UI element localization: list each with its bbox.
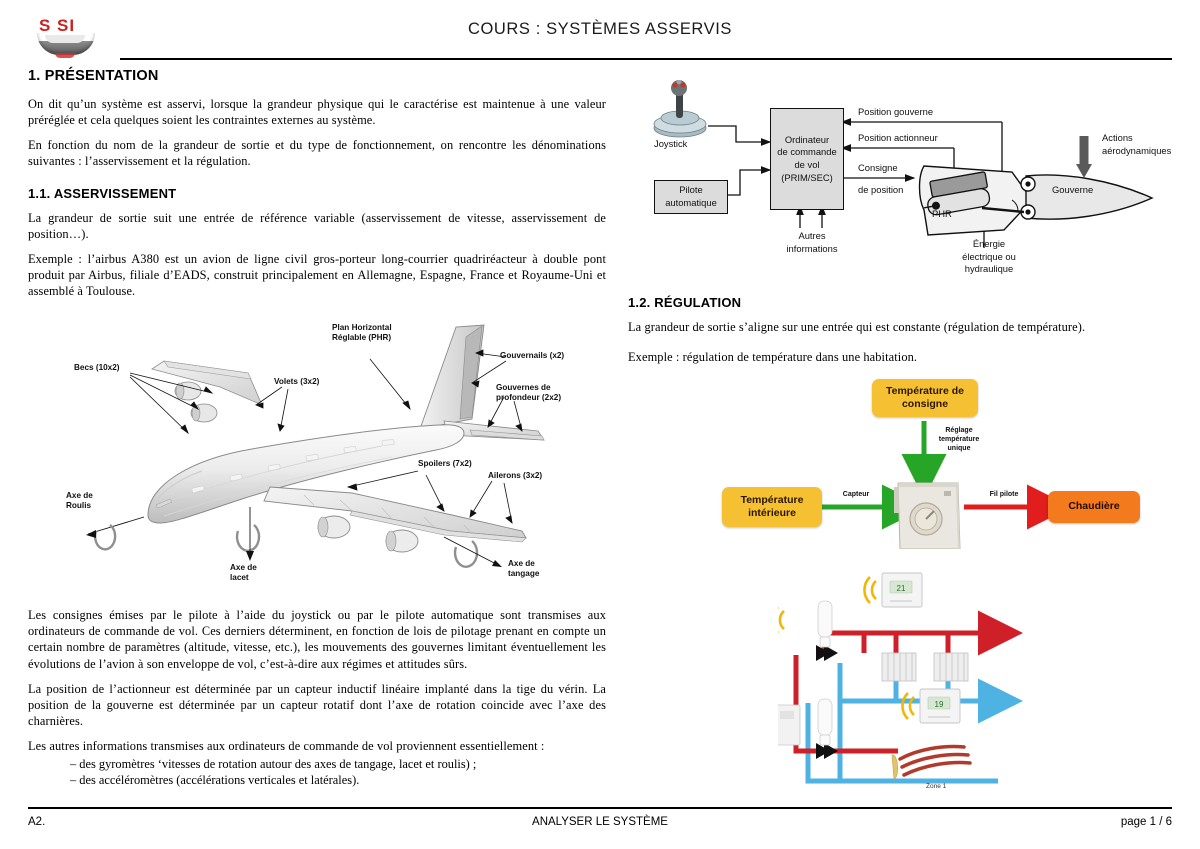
fcs-label-energie: Énergie électrique ou hydraulique [962,238,1016,275]
fcs-diagram-graphics [653,79,1154,248]
heat-label-zone-1: Zone 1 [926,783,947,791]
paragraph-regulation-2: Exemple : régulation de température dans… [628,350,918,365]
reg-label-reglage-temperature-unique: Réglage température unique [938,427,980,452]
three-way-valve-icon [816,645,838,662]
fcs-box-ordinateur-commande-vol: Ordinateur de commande de vol (PRIM/SEC) [770,108,844,210]
thermostat-icon [894,482,961,550]
plane-label-spoilers: Spoilers (7x2) [418,459,472,469]
paragraph-after-3: Les autres informations transmises aux o… [28,739,545,753]
radiator-icon [933,652,969,682]
figure-flight-control-system: Ordinateur de commande de vol (PRIM/SEC)… [632,79,1192,274]
footer-divider [28,807,1172,809]
left-column: 1. PRÉSENTATION On dit qu’un système est… [28,68,606,788]
paragraph-regulation-1: La grandeur de sortie s’aligne sur une e… [628,320,1086,334]
figure-heating-network: 21 19 [771,555,1078,795]
heating-network-graphics: 21 19 [771,572,1023,784]
wireless-thermostat-icon: 19 [919,688,961,724]
reg-box-chaudiere: Chaudière [1048,491,1140,524]
fcs-box-pilote-automatique: Pilote automatique [654,180,728,214]
page-header: S SI COURS : SYSTÈMES ASSERVIS [28,14,1172,60]
page-title: COURS : SYSTÈMES ASSERVIS [467,20,733,38]
three-way-valve-icon [816,743,838,760]
fcs-label-joystick: Joystick [654,138,688,149]
floor-heating-icon [898,745,972,777]
list-item: des accéléromètres (accélérations vertic… [70,772,606,788]
regulation-diagram-graphics [822,421,1072,550]
fcs-label-autres-informations: Autres informations [786,230,838,254]
ssi-logo: S SI [33,16,105,60]
wireless-thermostat-icon: 21 [881,572,923,608]
subsection-heading-regulation: 1.2. RÉGULATION [628,295,742,310]
plane-label-volets: Volets (3x2) [274,377,320,387]
figure-a380-control-surfaces: Plan Horizontal Réglable (PHR) Gouvernai… [52,309,572,589]
boiler-icon [773,704,801,746]
valve-actuator-icon [817,698,833,746]
reg-label-capteur: Capteur [842,491,870,499]
header-divider [120,58,1172,60]
footer-center: ANALYSER LE SYSTÈME [532,816,668,828]
section-heading-presentation: 1. PRÉSENTATION [28,68,159,84]
svg-text:19: 19 [935,700,944,709]
plane-label-axe-de-roulis: Axe de Roulis [66,491,93,511]
fcs-label-de-position: de position [858,184,904,195]
footer-left: A2. [28,816,46,828]
reg-box-temperature-interieure: Température intérieure [722,487,822,528]
right-column: Ordinateur de commande de vol (PRIM/SEC)… [628,79,1196,795]
wifi-signal-icon [771,606,785,635]
a380-illustration [86,324,545,569]
reg-box-temperature-consigne: Température de consigne [872,379,978,418]
fcs-label-actions-aerodynamiques: Actions aérodynamiques [1102,132,1172,156]
plane-label-axe-de-tangage: Axe de tangage [508,559,540,579]
plane-label-gouvernails: Gouvernails (x2) [500,351,565,361]
paragraph-intro-2: En fonction du nom de la grandeur de sor… [28,138,606,169]
figure-temperature-regulation: Température de consigne Température inté… [712,379,1182,550]
joystick-icon [653,79,707,138]
valve-actuator-icon [817,600,833,648]
plane-label-becs: Becs (10x2) [74,363,120,373]
footer-right: page 1 / 6 [1120,816,1172,828]
svg-text:21: 21 [897,584,906,593]
paragraph-after-2: La position de l’actionneur est détermin… [28,681,606,728]
logo-swoosh-highlight-icon [45,35,85,43]
plane-label-ailerons: Ailerons (3x2) [488,471,543,481]
ssi-logo-text: S SI [39,16,76,35]
wifi-signal-icon [901,692,915,721]
wifi-signal-icon [863,576,877,605]
paragraph-intro-1: On dit qu’un système est asservi, lorsqu… [28,97,606,128]
paragraph-asservissement-2: Exemple : l’airbus A380 est un avion de … [28,251,606,298]
fcs-label-consigne: Consigne [858,162,898,173]
paragraph-asservissement-1: La grandeur de sortie suit une entrée de… [28,210,606,241]
reg-label-fil-pilote: Fil pilote [989,491,1019,499]
fcs-label-position-gouverne: Position gouverne [858,106,934,117]
paragraph-after-1: Les consignes émises par le pilote à l’a… [28,608,606,671]
fcs-label-position-actionneur: Position actionneur [858,132,938,143]
fcs-label-phr: PHR [932,208,952,219]
fcs-label-gouverne: Gouverne [1052,184,1094,195]
bullet-list-informations: des gyromètres ‘vitesses de rotation aut… [28,756,606,788]
logo-swoosh-red-icon [55,53,75,58]
plane-label-plan-horizontal-reglable: Plan Horizontal Réglable (PHR) [332,323,392,343]
plane-label-axe-de-lacet: Axe de lacet [230,563,257,583]
page-footer: A2. ANALYSER LE SYSTÈME page 1 / 6 [28,813,1172,831]
plane-label-gouvernes-de-profondeur: Gouvernes de profondeur (2x2) [496,383,562,403]
list-item: des gyromètres ‘vitesses de rotation aut… [70,756,606,772]
radiator-icon [881,652,917,682]
subsection-heading-asservissement: 1.1. ASSERVISSEMENT [28,185,177,201]
